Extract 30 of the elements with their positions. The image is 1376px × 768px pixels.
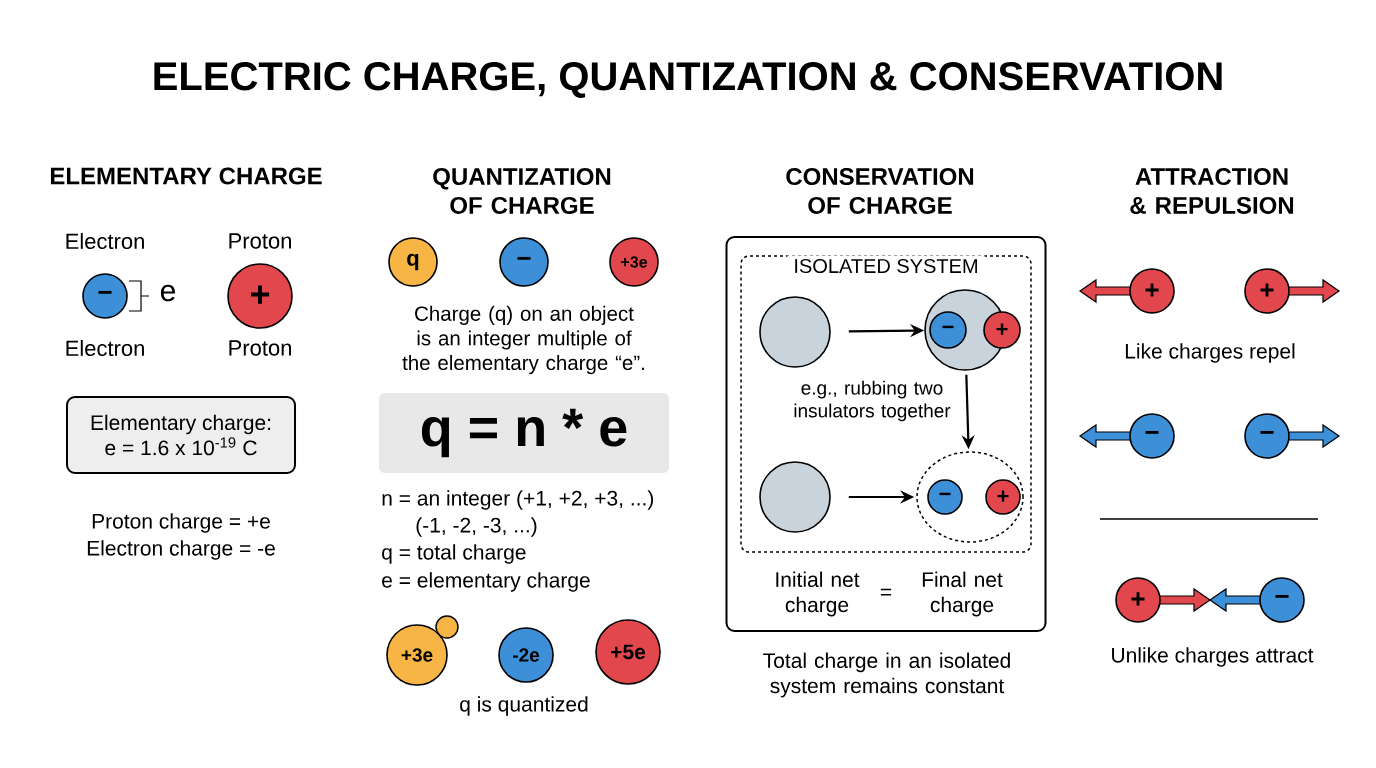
section-heading: ATTRACTION & REPULSION <box>1130 168 1294 214</box>
sphere <box>759 296 831 368</box>
caption-text: Like charges repel <box>1125 343 1295 363</box>
caption-text: Total charge in an isolated system remains constant <box>763 652 1010 698</box>
caption-text: e.g., rubbing two insulators together <box>794 380 951 422</box>
caption-text: Electron charge = -e <box>87 540 275 560</box>
sphere <box>759 461 831 533</box>
section-heading: QUANTIZATION OF CHARGE <box>433 168 611 214</box>
title: ELECTRIC CHARGE, QUANTIZATION & CONSERVATION <box>154 62 1222 98</box>
node-label: Proton <box>229 233 291 249</box>
caption-text: Unlike charges attract <box>1112 647 1314 667</box>
caption-text: (-1, -2, -3, ...) <box>416 517 537 537</box>
caption-text: q = total charge <box>382 544 526 564</box>
caption-text: e = elementary charge <box>382 572 590 592</box>
formula-box: q = n * e <box>379 393 669 473</box>
dashed-ellipse <box>916 451 1024 543</box>
caption-text: Final net charge <box>922 571 1003 617</box>
node-label: Proton <box>229 340 291 356</box>
equals-sign: = <box>880 588 892 596</box>
charge-symbol: e <box>160 284 175 302</box>
system-box <box>725 236 1047 632</box>
section-heading: ELEMENTARY CHARGE <box>50 167 322 185</box>
node-label: Electron <box>66 232 144 250</box>
definition-box: Elementary charge: e = 1.6 x 10$^{-19}$ C <box>66 396 296 474</box>
section-heading: CONSERVATION OF CHARGE <box>786 168 974 214</box>
caption-text: Proton charge = +e <box>92 513 270 533</box>
caption-text: Charge (q) on an object is an integer multiple of the elementary charge “e”. <box>402 305 644 375</box>
caption-text: q is quantized <box>460 696 588 716</box>
caption-text: Initial net charge <box>776 571 860 617</box>
node-label: Electron <box>66 339 144 357</box>
